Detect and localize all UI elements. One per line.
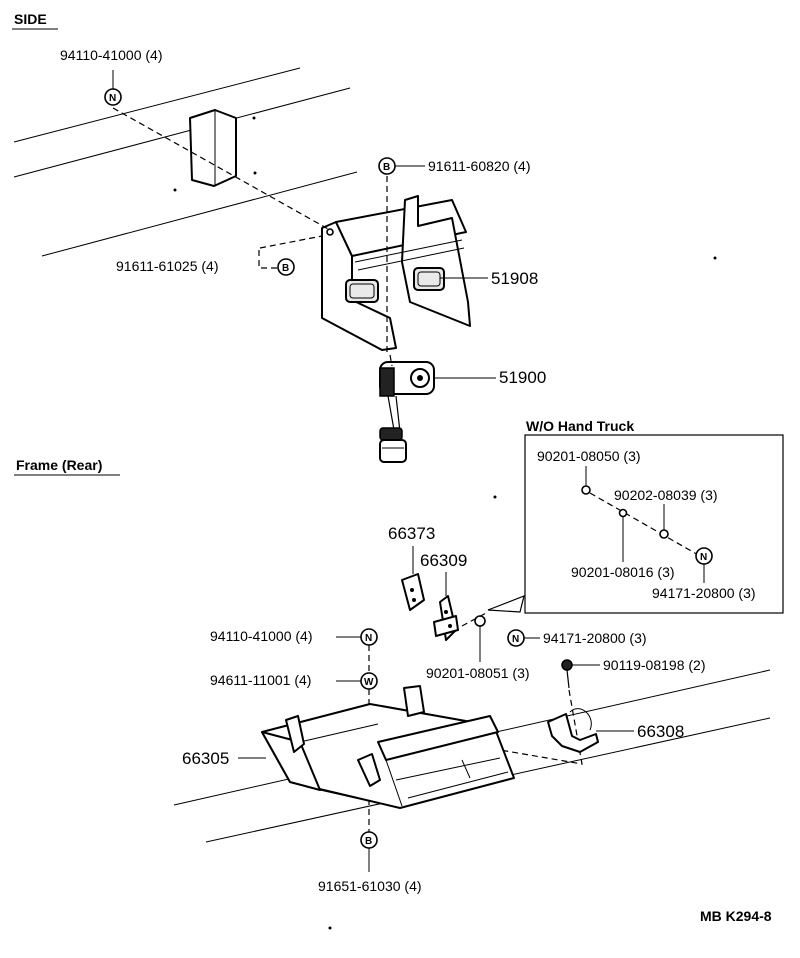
- svg-text:N: N: [365, 633, 372, 644]
- svg-text:N: N: [512, 634, 519, 645]
- section-side: SIDE: [14, 11, 47, 27]
- svg-text:W: W: [364, 677, 374, 688]
- carrier-bracket-51908: [321, 195, 471, 351]
- hook-66308: 66308: [547, 708, 684, 753]
- svg-text:51900: 51900: [499, 368, 546, 387]
- svg-text:66373: 66373: [388, 524, 435, 543]
- svg-text:B: B: [365, 836, 372, 847]
- winch-51900: [379, 361, 435, 463]
- callout-90201-08051: 90201-08051 (3): [426, 611, 530, 681]
- callout-94171-mid: N 94171-20800 (3): [507, 629, 647, 647]
- section-frame-rear: Frame (Rear): [16, 457, 102, 473]
- svg-text:90119-08198 (2): 90119-08198 (2): [603, 657, 705, 673]
- svg-text:N: N: [109, 93, 116, 104]
- svg-text:94171-20800 (3): 94171-20800 (3): [543, 630, 647, 646]
- callout-91611-61025: B 91611-61025 (4): [116, 258, 295, 276]
- svg-text:94110-41000 (4): 94110-41000 (4): [60, 47, 162, 63]
- svg-text:94611-11001 (4): 94611-11001 (4): [210, 672, 311, 688]
- svg-text:B: B: [282, 263, 289, 274]
- callout-94110-mid: 94110-41000 (4) N: [210, 628, 378, 646]
- callout-91651: B 91651-61030 (4): [318, 831, 422, 894]
- svg-text:W/O Hand Truck: W/O Hand Truck: [526, 418, 634, 434]
- svg-text:66305: 66305: [182, 749, 229, 768]
- svg-text:90201-08016 (3): 90201-08016 (3): [571, 564, 675, 580]
- svg-text:66308: 66308: [637, 722, 684, 741]
- svg-text:91651-61030 (4): 91651-61030 (4): [318, 878, 422, 894]
- svg-text:90201-08050 (3): 90201-08050 (3): [537, 448, 641, 464]
- svg-text:90201-08051 (3): 90201-08051 (3): [426, 665, 530, 681]
- svg-text:91611-61025 (4): 91611-61025 (4): [116, 258, 218, 274]
- tray-66305: 66305: [182, 685, 515, 809]
- svg-text:94110-41000 (4): 94110-41000 (4): [210, 628, 312, 644]
- svg-text:90202-08039 (3): 90202-08039 (3): [614, 487, 718, 503]
- callout-91611-60820: B 91611-60820 (4): [378, 157, 530, 175]
- callout-51900: 51900: [434, 368, 546, 387]
- svg-text:B: B: [383, 162, 390, 173]
- callout-94611: 94611-11001 (4) W: [210, 672, 378, 690]
- callout-51908: 51908: [440, 269, 538, 288]
- plate-66373: 66373: [388, 524, 435, 611]
- callout-90119: 90119-08198 (2): [499, 657, 705, 765]
- drawing-code: MB K294-8: [700, 908, 772, 924]
- frame-rails-bottom: [173, 495, 771, 930]
- frame-bracket: [189, 109, 237, 187]
- svg-text:51908: 51908: [491, 269, 538, 288]
- svg-text:66309: 66309: [420, 551, 467, 570]
- callout-94110-top: N 94110-41000 (4): [60, 47, 162, 106]
- svg-text:N: N: [700, 552, 707, 563]
- svg-text:94171-20800 (3): 94171-20800 (3): [652, 585, 756, 601]
- inset-wo-hand-truck: W/O Hand Truck 90201-08050 (3) 90202-080…: [524, 418, 784, 614]
- frame-rails-top: [13, 67, 717, 260]
- svg-text:91611-60820 (4): 91611-60820 (4): [428, 158, 530, 174]
- bracket-66309: 66309: [420, 551, 467, 641]
